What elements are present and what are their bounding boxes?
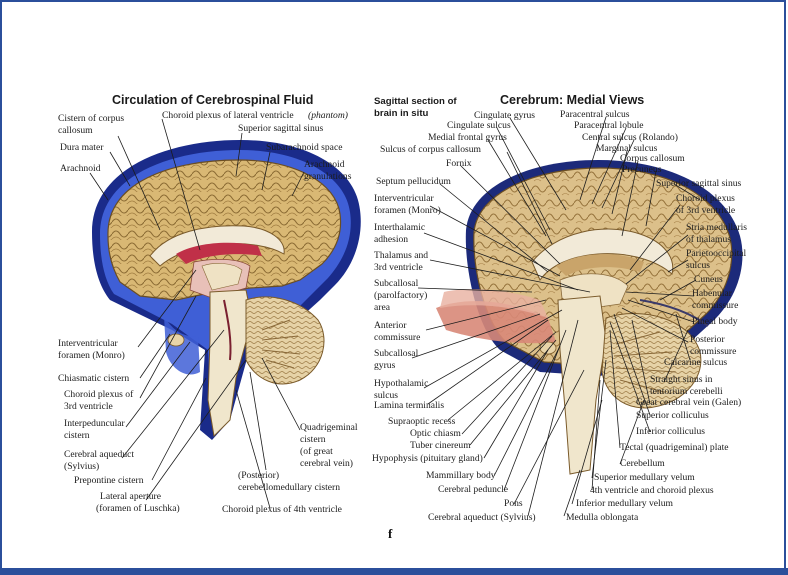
- label-superior-sagittal-sinus-right: Superior sagittal sinus: [656, 178, 742, 189]
- label-paracentral-lobule: Paracentral lobule: [574, 120, 644, 131]
- label-optic-chiasm: Optic chiasm: [410, 428, 461, 439]
- label-chiasmatic-cistern: Chiasmatic cistern: [58, 373, 129, 384]
- label-anterior-commissure-2: commissure: [374, 332, 420, 343]
- label-pons: Pons: [504, 498, 523, 509]
- label-fornix: Fornix: [446, 158, 472, 169]
- label-choroid-lateral-1: Choroid plexus of lateral ventricle: [162, 110, 294, 121]
- label-tectal-plate: Tectal (quadrigeminal) plate: [620, 442, 729, 453]
- label-hypothalamic-1: Hypothalamic: [374, 378, 428, 389]
- label-inferior-medullary-velum: Inferior medullary velum: [576, 498, 674, 509]
- label-habenular-2: commissure: [692, 300, 738, 311]
- label-posterior-cm-2: cerebellomedullary cistern: [238, 482, 340, 493]
- label-interthalamic-1: Interthalamic: [374, 222, 425, 233]
- label-choroid-4th: Choroid plexus of 4th ventricle: [222, 504, 342, 515]
- pituitary-left: [168, 334, 184, 346]
- label-lamina-terminalis: Lamina terminalis: [374, 400, 444, 411]
- label-parietooccipital-2: sulcus: [686, 260, 710, 271]
- label-posterior-cm-1: (Posterior): [238, 470, 279, 481]
- label-hypophysis: Hypophysis (pituitary gland): [372, 453, 483, 464]
- label-corpus-callosum: Corpus callosum: [620, 153, 685, 164]
- label-superior-medullary-velum: Superior medullary velum: [594, 472, 695, 483]
- right-panel-title: Cerebrum: Medial Views: [500, 93, 644, 107]
- label-arachnoid-granulations-1: Arachnoid: [304, 159, 345, 170]
- label-cerebral-peduncle: Cerebral peduncle: [438, 484, 508, 495]
- cerebellum-left: [246, 297, 324, 384]
- label-posterior-commissure-1: Posterior: [690, 334, 725, 345]
- label-inferior-colliculus: Inferior colliculus: [636, 426, 705, 437]
- label-subarachnoid-space: Subarachnoid space: [266, 142, 342, 153]
- label-great-cerebral-vein: Great cerebral vein (Galen): [636, 397, 741, 408]
- label-interpeduncular-1: Interpeduncular: [64, 418, 126, 429]
- label-prepontine-cistern: Prepontine cistern: [74, 475, 144, 486]
- label-subcallosal-area-2: (parolfactory): [374, 290, 427, 301]
- label-subcallosal-area-1: Subcallosal: [374, 278, 419, 289]
- label-parietooccipital-1: Parietooccipital: [686, 248, 747, 259]
- label-pineal-body: Pineal body: [692, 316, 738, 327]
- label-arachnoid: Arachnoid: [60, 163, 101, 174]
- label-straight-sinus-1: Straight sinus in: [650, 374, 713, 385]
- label-cingulate-sulcus: Cingulate sulcus: [447, 120, 511, 131]
- label-cistern-corpus-2: callosum: [58, 125, 93, 136]
- footer-mark: f: [388, 526, 393, 541]
- label-subcallosal-area-3: area: [374, 302, 391, 313]
- label-thalamus-1: Thalamus and: [374, 250, 428, 261]
- label-stria-medullaris-2: of thalamus: [686, 234, 731, 245]
- label-aqueduct-left-2: (Sylvius): [64, 461, 99, 472]
- label-stria-medullaris-1: Stria medullaris: [686, 222, 747, 233]
- label-dura-mater: Dura mater: [60, 142, 104, 153]
- label-quadrigeminal-3: (of great: [300, 446, 333, 457]
- brainstem-right: [558, 296, 606, 474]
- label-choroid-3rd-right-2: of 3rd ventricle: [676, 205, 735, 216]
- label-interthalamic-2: adhesion: [374, 234, 408, 245]
- label-precuneus: Precuneus: [622, 164, 662, 175]
- label-thalamus-2: 3rd ventricle: [374, 262, 423, 273]
- label-choroid-3rd-right-1: Choroid plexus: [676, 193, 735, 204]
- right-panel-subtitle-2: brain in situ: [374, 108, 429, 119]
- label-cerebral-aqueduct-right: Cerebral aqueduct (Sylvius): [428, 512, 536, 523]
- label-aqueduct-left-1: Cerebral aqueduct: [64, 449, 134, 460]
- label-anterior-commissure-1: Anterior: [374, 320, 407, 331]
- label-quadrigeminal-2: cistern: [300, 434, 326, 445]
- label-subcallosal-gyrus-2: gyrus: [374, 360, 396, 371]
- label-superior-sagittal-sinus-left: Superior sagittal sinus: [238, 123, 324, 134]
- label-choroid-3rd-1: Choroid plexus of: [64, 389, 134, 400]
- label-septum-pellucidum: Septum pellucidum: [376, 176, 451, 187]
- label-supraoptic-recess: Supraoptic recess: [388, 416, 456, 427]
- label-ivf-right-2: foramen (Monro): [374, 205, 441, 216]
- label-lateral-aperture-2: (foramen of Luschka): [96, 503, 180, 514]
- label-choroid-lateral-2: (phantom): [308, 110, 348, 121]
- label-paracentral-sulcus: Paracentral sulcus: [560, 109, 630, 120]
- label-mammillary-body: Mammillary body: [426, 470, 496, 481]
- label-subcallosal-gyrus-1: Subcallosal: [374, 348, 419, 359]
- label-calcarine-sulcus: Calcarine sulcus: [664, 357, 727, 368]
- label-ivf-right-1: Interventricular: [374, 193, 434, 204]
- label-cuneus: Cuneus: [694, 274, 723, 285]
- label-choroid-3rd-2: 3rd ventricle: [64, 401, 113, 412]
- label-cistern-corpus-1: Cistern of corpus: [58, 113, 124, 124]
- label-central-sulcus: Central sulcus (Rolando): [582, 132, 678, 143]
- label-medial-frontal-gyrus: Medial frontal gyrus: [428, 132, 507, 143]
- label-ivf-left-1: Interventricular: [58, 338, 118, 349]
- label-ivf-left-2: foramen (Monro): [58, 350, 125, 361]
- label-medulla-oblongata: Medulla oblongata: [566, 512, 639, 523]
- pituitary-right: [540, 342, 556, 354]
- label-sulcus-corpus-callosum: Sulcus of corpus callosum: [380, 144, 482, 155]
- label-quadrigeminal-1: Quadrigeminal: [300, 422, 358, 433]
- label-4th-ventricle: 4th ventricle and choroid plexus: [590, 485, 714, 496]
- left-panel-title: Circulation of Cerebrospinal Fluid: [112, 93, 313, 107]
- label-cerebellum: Cerebellum: [620, 458, 665, 469]
- label-straight-sinus-2: tentorium cerebelli: [650, 386, 723, 397]
- label-superior-colliculus: Superior colliculus: [636, 410, 709, 421]
- label-arachnoid-granulations-2: granulations: [304, 171, 352, 182]
- label-interpeduncular-2: cistern: [64, 430, 90, 441]
- label-tuber-cinereum: Tuber cinereum: [410, 440, 471, 451]
- label-posterior-commissure-2: commissure: [690, 346, 736, 357]
- label-lateral-aperture-1: Lateral aperture: [100, 491, 161, 502]
- label-quadrigeminal-4: cerebral vein): [300, 458, 353, 469]
- right-panel-subtitle-1: Sagittal section of: [374, 96, 457, 107]
- label-habenular-1: Habenular: [692, 288, 733, 299]
